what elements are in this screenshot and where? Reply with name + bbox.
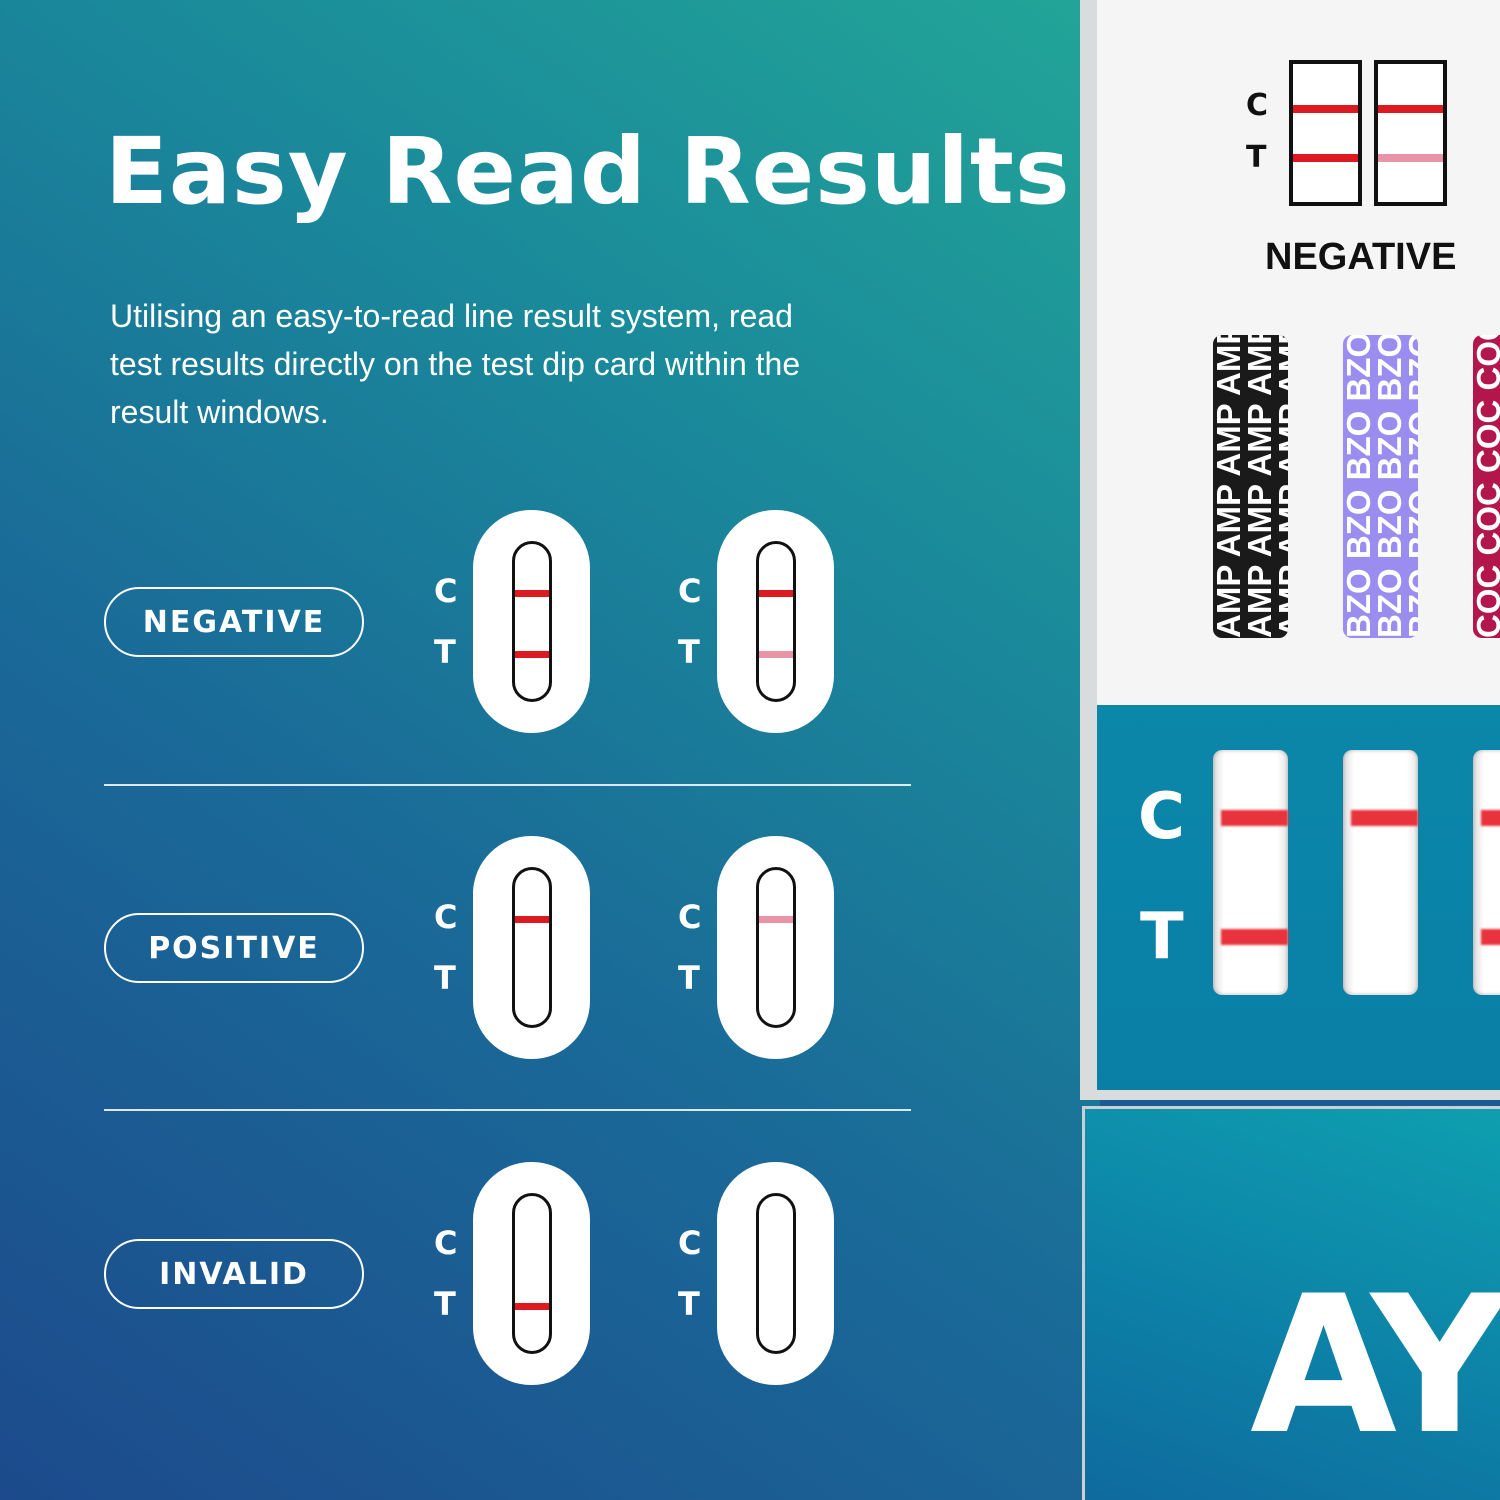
legend-label: NEGATIVE (1265, 236, 1457, 278)
legend-window (1289, 60, 1362, 206)
letter-c: C (434, 898, 458, 936)
label-positive: POSITIVE (104, 913, 364, 983)
result-window-outline (756, 867, 796, 1028)
test-window-invalid (473, 1162, 590, 1385)
c-line (759, 916, 793, 923)
t-line (515, 651, 549, 658)
brand-logo: AY (1250, 1255, 1500, 1476)
label-invalid: INVALID (104, 1239, 364, 1309)
letter-c: C (678, 1224, 702, 1262)
page-title: Easy Read Results. (105, 118, 1107, 225)
result-window-outline (756, 541, 796, 702)
result-window-area (1097, 705, 1500, 1090)
test-window-positive (717, 836, 834, 1059)
strip-label: BZO BZO BZO BZO BZO BZO BZO BZO BZO (1402, 335, 1418, 638)
letter-t: T (678, 959, 700, 997)
strip-label: BZO BZO BZO BZO BZO BZO BZO BZO BZO (1371, 335, 1408, 638)
strip-label: AMP AMP AMP AMP AMP AMP AMP AMP AMP (1241, 335, 1278, 638)
divider (104, 784, 911, 786)
letter-t: T (434, 633, 456, 671)
card-c-label: C (1138, 780, 1185, 854)
test-window-positive (473, 836, 590, 1059)
strip-label: BZO BZO BZO BZO BZO BZO BZO BZO BZO (1343, 335, 1377, 638)
letter-c: C (434, 572, 458, 610)
drug-strip: BZO BZO BZO BZO BZO BZO BZO BZO BZOBZO B… (1343, 335, 1418, 638)
result-window (1343, 750, 1418, 995)
card-cover (1082, 1106, 1500, 1500)
result-window-outline (756, 1193, 796, 1354)
test-window-negative (473, 510, 590, 733)
legend-window (1374, 60, 1447, 206)
result-window (1213, 750, 1288, 995)
letter-c: C (678, 572, 702, 610)
t-line (759, 651, 793, 658)
letter-t: T (434, 1285, 456, 1323)
test-window-negative (717, 510, 834, 733)
drug-strip: COC COC COC COC COC COC COC COC COCCOC C… (1473, 335, 1500, 638)
result-window-outline (512, 541, 552, 702)
c-line (515, 590, 549, 597)
drug-strip: AMP AMP AMP AMP AMP AMP AMP AMP AMPAMP A… (1213, 335, 1288, 638)
letter-t: T (678, 1285, 700, 1323)
letter-c: C (678, 898, 702, 936)
result-window-outline (512, 1193, 552, 1354)
legend-t: T (1246, 140, 1267, 175)
legend-c: C (1246, 88, 1269, 123)
letter-t: T (678, 633, 700, 671)
c-line (515, 916, 549, 923)
description: Utilising an easy-to-read line result sy… (110, 298, 801, 430)
result-window-outline (512, 867, 552, 1028)
strip-label: AMP AMP AMP AMP AMP AMP AMP AMP AMP (1272, 335, 1288, 638)
divider (104, 1109, 911, 1111)
strip-label: COC COC COC COC COC COC COC COC COC (1473, 335, 1500, 638)
result-window (1473, 750, 1500, 995)
card-t-label: T (1140, 900, 1184, 974)
strip-label: AMP AMP AMP AMP AMP AMP AMP AMP AMP (1213, 335, 1247, 638)
letter-c: C (434, 1224, 458, 1262)
label-negative: NEGATIVE (104, 587, 364, 657)
letter-t: T (434, 959, 456, 997)
test-window-invalid (717, 1162, 834, 1385)
t-line (515, 1303, 549, 1310)
c-line (759, 590, 793, 597)
